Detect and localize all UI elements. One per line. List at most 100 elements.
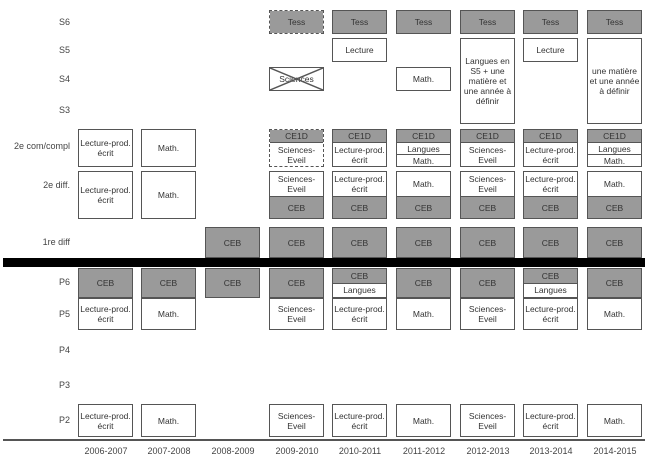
exam-label: CEB — [270, 269, 323, 297]
subject-box-p2: Lecture-prod. écrit — [332, 404, 387, 437]
subject-box-p2: Lecture-prod. écrit — [523, 404, 578, 437]
subject-box-s4: Sciences — [269, 67, 324, 91]
row-label-p5: P5 — [58, 309, 70, 319]
exam-label: CEB — [206, 269, 259, 297]
subject-label: Lecture-prod. écrit — [80, 138, 131, 158]
subject-box-com_full: Math. — [141, 129, 196, 167]
subject-box-s5_s3: Langues en S5 + une matière et une année… — [460, 38, 515, 124]
subject-label: Lecture-prod. écrit — [333, 142, 386, 166]
subject-label: Lecture — [536, 45, 565, 55]
subject-label: Math. — [412, 74, 435, 84]
subject-label: Lecture — [345, 45, 374, 55]
row-label-p3: P3 — [58, 380, 70, 390]
timeline-axis — [3, 439, 645, 441]
subject-box-diff1: CEB — [460, 227, 515, 258]
subject-label: Lecture-prod. écrit — [524, 142, 577, 166]
subject-label: Sciences-Eveil — [468, 174, 507, 194]
exam-label: CEB — [333, 228, 386, 257]
exam-label: CEB — [397, 269, 450, 297]
subject-box-p2: Sciences-Eveil — [460, 404, 515, 437]
row-label-2e-com: 2e com/compl — [13, 141, 70, 151]
subject-box-s5: Lecture — [332, 38, 387, 62]
subject-box-diff1: CEB — [587, 227, 642, 258]
subject-box-diff1: CEB — [332, 227, 387, 258]
exam-label: CEB — [397, 196, 450, 218]
exam-label: CEB — [79, 269, 132, 297]
subject-label: Lecture-prod. écrit — [525, 304, 576, 324]
subject-box-s6: Tess — [587, 10, 642, 34]
subject-box-p5: Math. — [587, 298, 642, 330]
year-label: 2009-2010 — [275, 446, 319, 456]
exam-label: CEB — [588, 228, 641, 257]
subject-box-diff1: CEB — [269, 227, 324, 258]
subject-label: Lecture-prod. écrit — [80, 304, 131, 324]
subject-label: Sciences-Eveil — [461, 142, 514, 166]
subject-label: Math. — [588, 154, 641, 166]
subject-label: Math. — [157, 415, 180, 426]
exam-label: Tess — [524, 11, 577, 33]
exam-label: CEB — [524, 269, 577, 283]
exam-label: CEB — [206, 228, 259, 257]
subject-box-p2: Sciences-Eveil — [269, 404, 324, 437]
subject-label: Math. — [157, 190, 180, 200]
subject-label: Math. — [412, 309, 435, 319]
row-label-s5: S5 — [58, 45, 70, 55]
subject-box-p5: Sciences-Eveil — [269, 298, 324, 330]
exam-label: Tess — [461, 11, 514, 33]
subject-box-p6: CEB — [460, 268, 515, 298]
subject-label: Langues — [333, 282, 386, 298]
exam-label: CE1D — [461, 130, 514, 142]
year-label: 2010-2011 — [338, 446, 382, 456]
subject-label: Sciences-Eveil — [270, 142, 323, 166]
subject-box-p6: CEB — [78, 268, 133, 298]
year-label: 2007-2008 — [147, 446, 191, 456]
subject-label: Langues — [524, 282, 577, 298]
exam-label: CE1D — [270, 130, 323, 142]
subject-label: Sciences-Eveil — [277, 174, 316, 194]
subject-label: Sciences-Eveil — [468, 410, 507, 431]
subject-label: Math. — [603, 415, 626, 426]
subject-box-diff1: CEB — [523, 227, 578, 258]
exam-label: Tess — [333, 11, 386, 33]
subject-box-diff1: CEB — [205, 227, 260, 258]
subject-box-s5_s3: une matière et une année à définir — [587, 38, 642, 124]
subject-box-diff2_full: Math. — [141, 171, 196, 219]
subject-box-p6: CEB — [205, 268, 260, 298]
exam-label: CEB — [461, 228, 514, 257]
exam-label: CEB — [397, 228, 450, 257]
exam-label: Tess — [270, 11, 323, 33]
exam-label: CE1D — [524, 130, 577, 142]
row-label-2e-diff: 2e diff. — [43, 180, 70, 190]
exam-label: Tess — [588, 11, 641, 33]
exam-label: CEB — [270, 228, 323, 257]
exam-label: CE1D — [588, 130, 641, 142]
subject-box-p5: Sciences-Eveil — [460, 298, 515, 330]
exam-label: CE1D — [397, 130, 450, 142]
subject-box-p2: Lecture-prod. écrit — [78, 404, 133, 437]
exam-label: CEB — [270, 196, 323, 218]
subject-box-diff2_full: Lecture-prod. écrit — [78, 171, 133, 219]
subject-label: Sciences-Eveil — [468, 304, 507, 324]
row-label-1re-diff: 1re diff — [42, 237, 70, 247]
subject-label: Math. — [157, 309, 180, 319]
row-label-p4: P4 — [58, 345, 70, 355]
subject-label: Sciences-Eveil — [277, 410, 316, 431]
subject-box-p6: CEB — [141, 268, 196, 298]
subject-label: Math. — [412, 179, 435, 189]
subject-label: Sciences-Eveil — [277, 304, 316, 324]
subject-label: Lecture-prod. écrit — [334, 304, 385, 324]
subject-box-s6: Tess — [460, 10, 515, 34]
subject-label: Langues — [588, 142, 641, 154]
subject-box-s6: Tess — [523, 10, 578, 34]
subject-box-p6: CEB — [587, 268, 642, 298]
primary-secondary-divider — [3, 258, 645, 267]
subject-label: Langues — [397, 142, 450, 154]
subject-box-s5: Lecture — [523, 38, 578, 62]
